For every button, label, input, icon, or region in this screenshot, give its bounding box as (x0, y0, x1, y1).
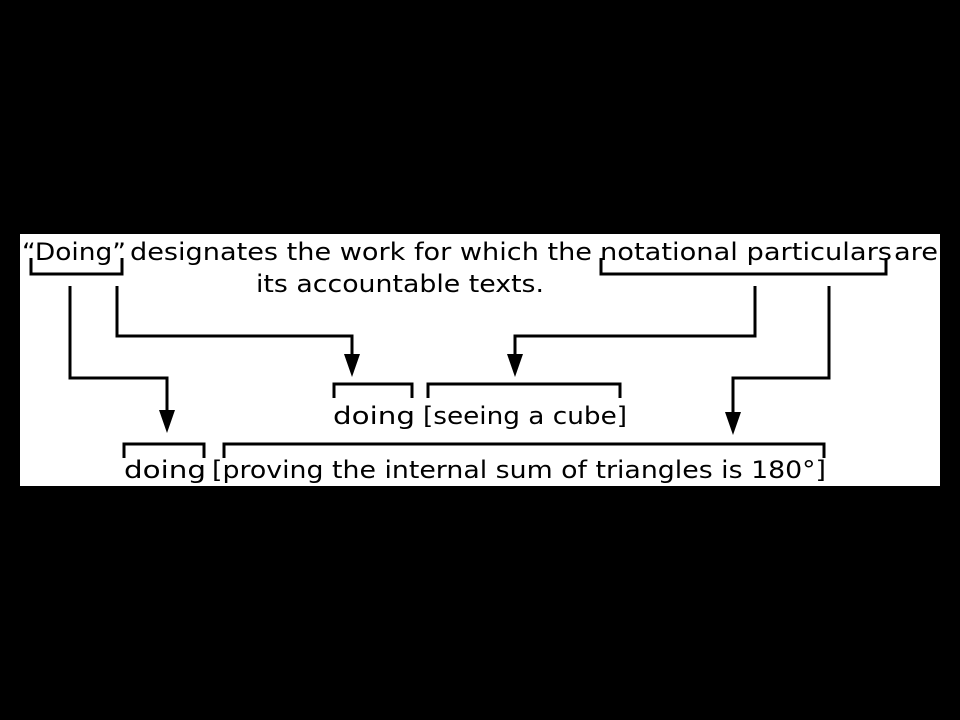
middle-doing-text: doing (333, 402, 415, 430)
proving-sum-text: [proving the internal sum of triangles i… (212, 456, 826, 484)
seeing-cube-text: [seeing a cube] (423, 402, 627, 430)
sentence-line2-text: its accountable texts. (256, 270, 544, 298)
sentence-middle-text: designates the work for which the (130, 238, 592, 266)
quoted-doing-text: “Doing” (22, 238, 126, 266)
bottom-doing-text: doing (124, 456, 206, 484)
doing-quoted-underbracket (29, 258, 124, 276)
connector-particulars-to-proof (731, 286, 831, 414)
seeing-cube-overbracket (426, 382, 622, 398)
notational-particulars-text: notational particulars (600, 238, 892, 266)
notational-particulars-underbracket (599, 258, 888, 276)
arrowhead-middle-doing (344, 354, 360, 377)
connector-doing-to-middle-doing (115, 286, 354, 356)
arrowhead-bottom-doing (159, 410, 175, 433)
connector-doing-to-bottom-doing (68, 286, 169, 412)
connector-particulars-to-cube (513, 286, 757, 356)
arrowhead-seeing-cube (507, 354, 523, 377)
middle-doing-overbracket (332, 382, 414, 398)
are-text: are (894, 238, 938, 266)
bottom-doing-overbracket (122, 442, 206, 458)
proving-sum-overbracket (222, 442, 826, 458)
arrowhead-proving (725, 412, 741, 435)
